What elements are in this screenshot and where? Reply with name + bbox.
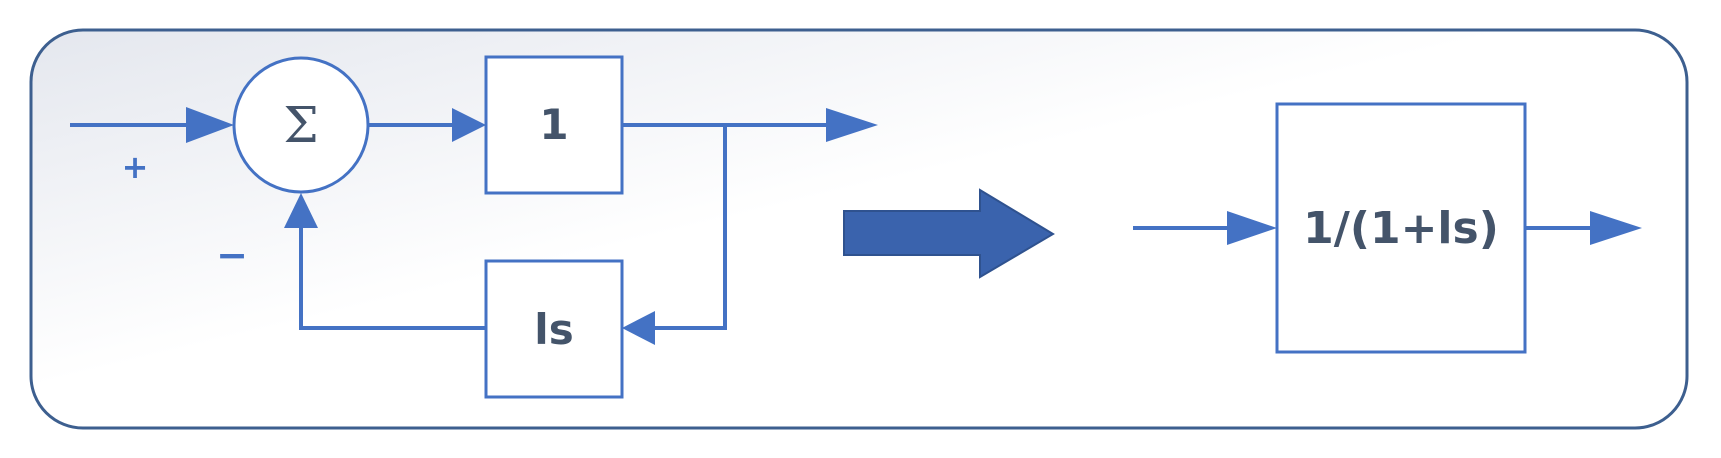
minus-sign: − <box>216 233 248 277</box>
feedback-return-line <box>299 222 486 330</box>
feedback-return-arrowhead <box>284 193 318 228</box>
plus-sign: + <box>122 148 149 186</box>
feedback-takeoff-line <box>650 125 727 330</box>
result-output-arrowhead <box>1590 211 1642 245</box>
forward-block-label: 1 <box>539 100 568 149</box>
sum-symbol: Σ <box>283 96 318 154</box>
input-arrowhead <box>186 107 234 143</box>
result-block-label: 1/(1+ls) <box>1303 203 1499 254</box>
feedback-block-label: ls <box>534 305 573 354</box>
transform-arrow <box>843 188 1055 279</box>
result-block <box>1275 102 1527 354</box>
junction-to-forward-arrowhead <box>452 108 486 142</box>
result-input-arrowhead <box>1227 211 1277 245</box>
feedback-block-arrowhead <box>622 311 655 345</box>
loop-output-arrowhead <box>826 108 878 142</box>
